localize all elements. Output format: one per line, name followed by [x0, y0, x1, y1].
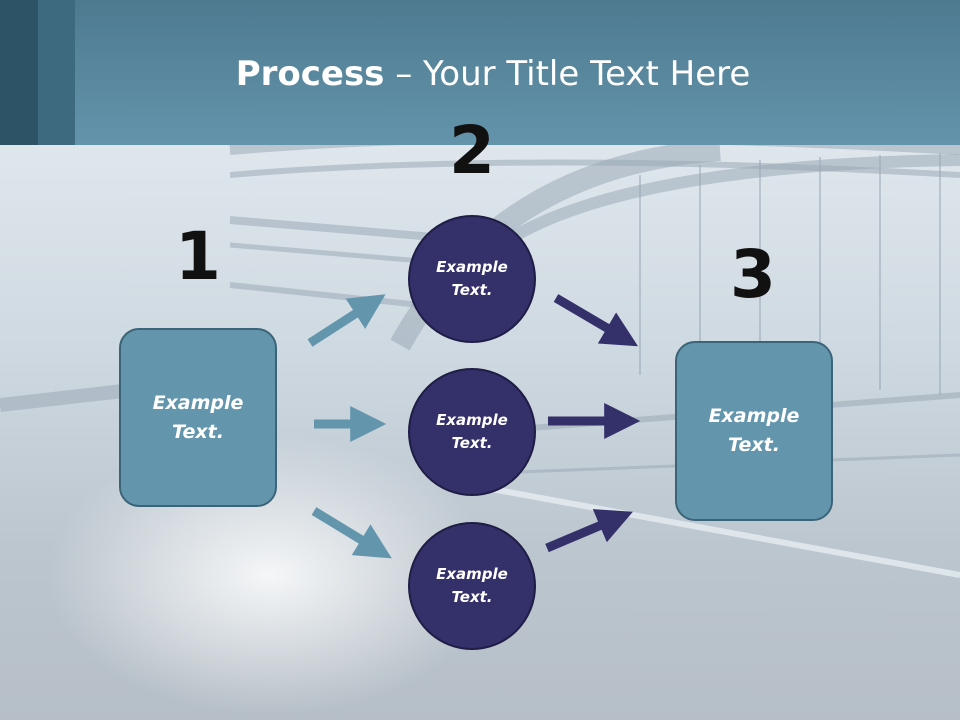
step-number-3: 3 [730, 236, 776, 313]
process-circle-bottom-text: Example Text. [436, 565, 508, 606]
slide-title-bold: Process [235, 54, 385, 94]
arrow-left-to-bottom [311, 507, 392, 559]
right-process-box-text: Example Text. [708, 405, 800, 456]
step-number-1: 1 [175, 218, 221, 295]
header-accent-mid [38, 0, 75, 145]
slide-title-rest: – Your Title Text Here [384, 54, 751, 94]
process-circle-top[interactable]: Example Text. [408, 215, 536, 343]
header-accent-dark [0, 0, 38, 145]
left-process-box-text: Example Text. [152, 391, 244, 443]
arrow-left-to-top [307, 294, 386, 347]
process-circle-middle[interactable]: Example Text. [408, 368, 536, 496]
process-circle-bottom[interactable]: Example Text. [408, 522, 536, 650]
arrow-top-to-right [553, 294, 638, 347]
title-header: Process – Your Title Text Here [0, 0, 960, 145]
slide-title[interactable]: Process – Your Title Text Here [0, 52, 960, 96]
step-number-2: 2 [449, 112, 495, 189]
process-circle-top-text: Example Text. [436, 258, 508, 299]
right-process-box[interactable]: Example Text. [675, 341, 833, 521]
bridge-illustration [0, 145, 960, 578]
left-process-box[interactable]: Example Text. [119, 328, 277, 507]
process-circle-middle-text: Example Text. [436, 411, 508, 452]
arrow-bottom-to-right [545, 509, 633, 553]
